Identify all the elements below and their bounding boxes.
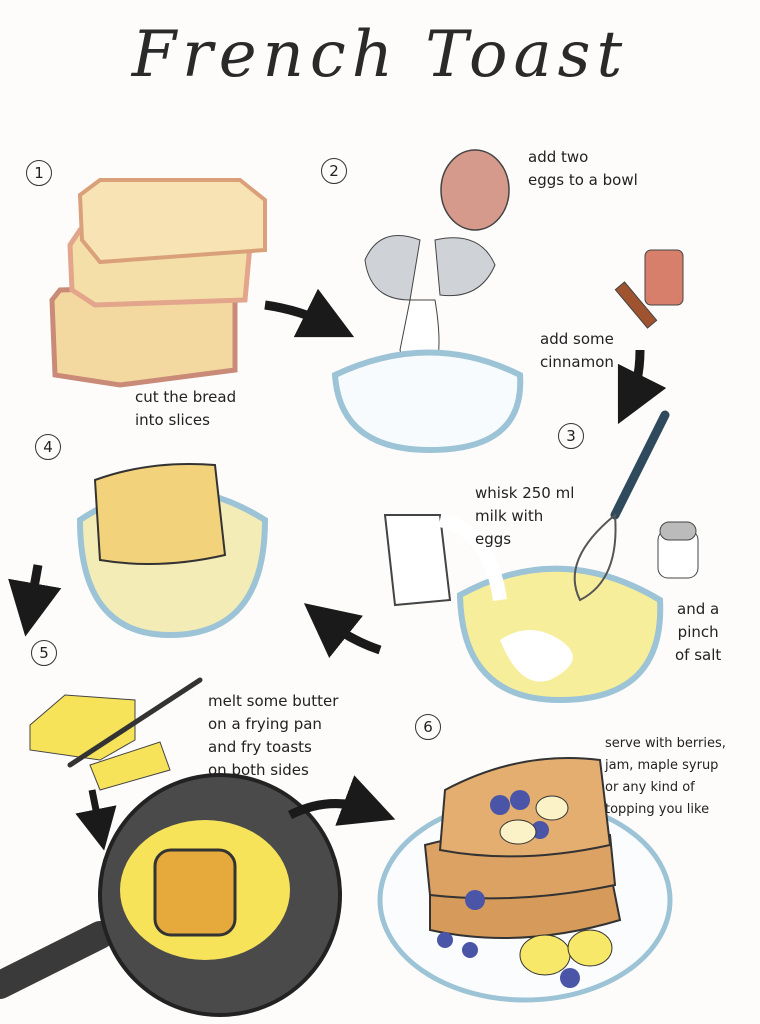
step-number-4: 4 — [35, 434, 61, 460]
milk-jug-drawing — [383, 513, 507, 607]
arrow-5-to-6 — [287, 775, 396, 826]
step-2-text: add two eggs to a bowl — [528, 148, 638, 189]
bread-slices-drawing — [49, 178, 267, 388]
step-number-2: 2 — [321, 158, 347, 184]
whisk-bowl-drawing — [456, 410, 670, 704]
arrow-butter-to-pan — [75, 789, 117, 851]
step-number-6: 6 — [415, 714, 441, 740]
arrow-2-to-3 — [617, 349, 667, 425]
page-title: French Toast — [131, 18, 629, 92]
plate-french-toast-drawing — [377, 757, 673, 1003]
salt-text: and a pinch of salt — [675, 600, 722, 664]
salt-shaker-drawing — [657, 521, 699, 579]
step-3-text: whisk 250 ml milk with eggs — [475, 484, 575, 548]
frying-pan-drawing — [0, 773, 342, 1017]
egg-drawing — [440, 149, 510, 231]
step-6-text: serve with berries, jam, maple syrup or … — [605, 736, 726, 817]
cracked-egg-bowl-drawing — [331, 235, 524, 454]
step-number-3: 3 — [558, 423, 584, 449]
step-number-1: 1 — [26, 160, 52, 186]
cinnamon-text: add some cinnamon — [540, 330, 614, 371]
step-5-text: melt some butter on a frying pan and fry… — [208, 692, 339, 779]
cinnamon-drawing — [614, 249, 684, 329]
butter-drawing — [29, 677, 203, 791]
arrow-3-to-4 — [303, 603, 382, 658]
soaking-toast-bowl-drawing — [76, 463, 269, 639]
arrow-4-to-5 — [8, 564, 62, 637]
step-number-5: 5 — [31, 640, 57, 666]
step-1-text: cut the bread into slices — [135, 388, 237, 429]
arrow-1-to-2 — [264, 288, 355, 338]
